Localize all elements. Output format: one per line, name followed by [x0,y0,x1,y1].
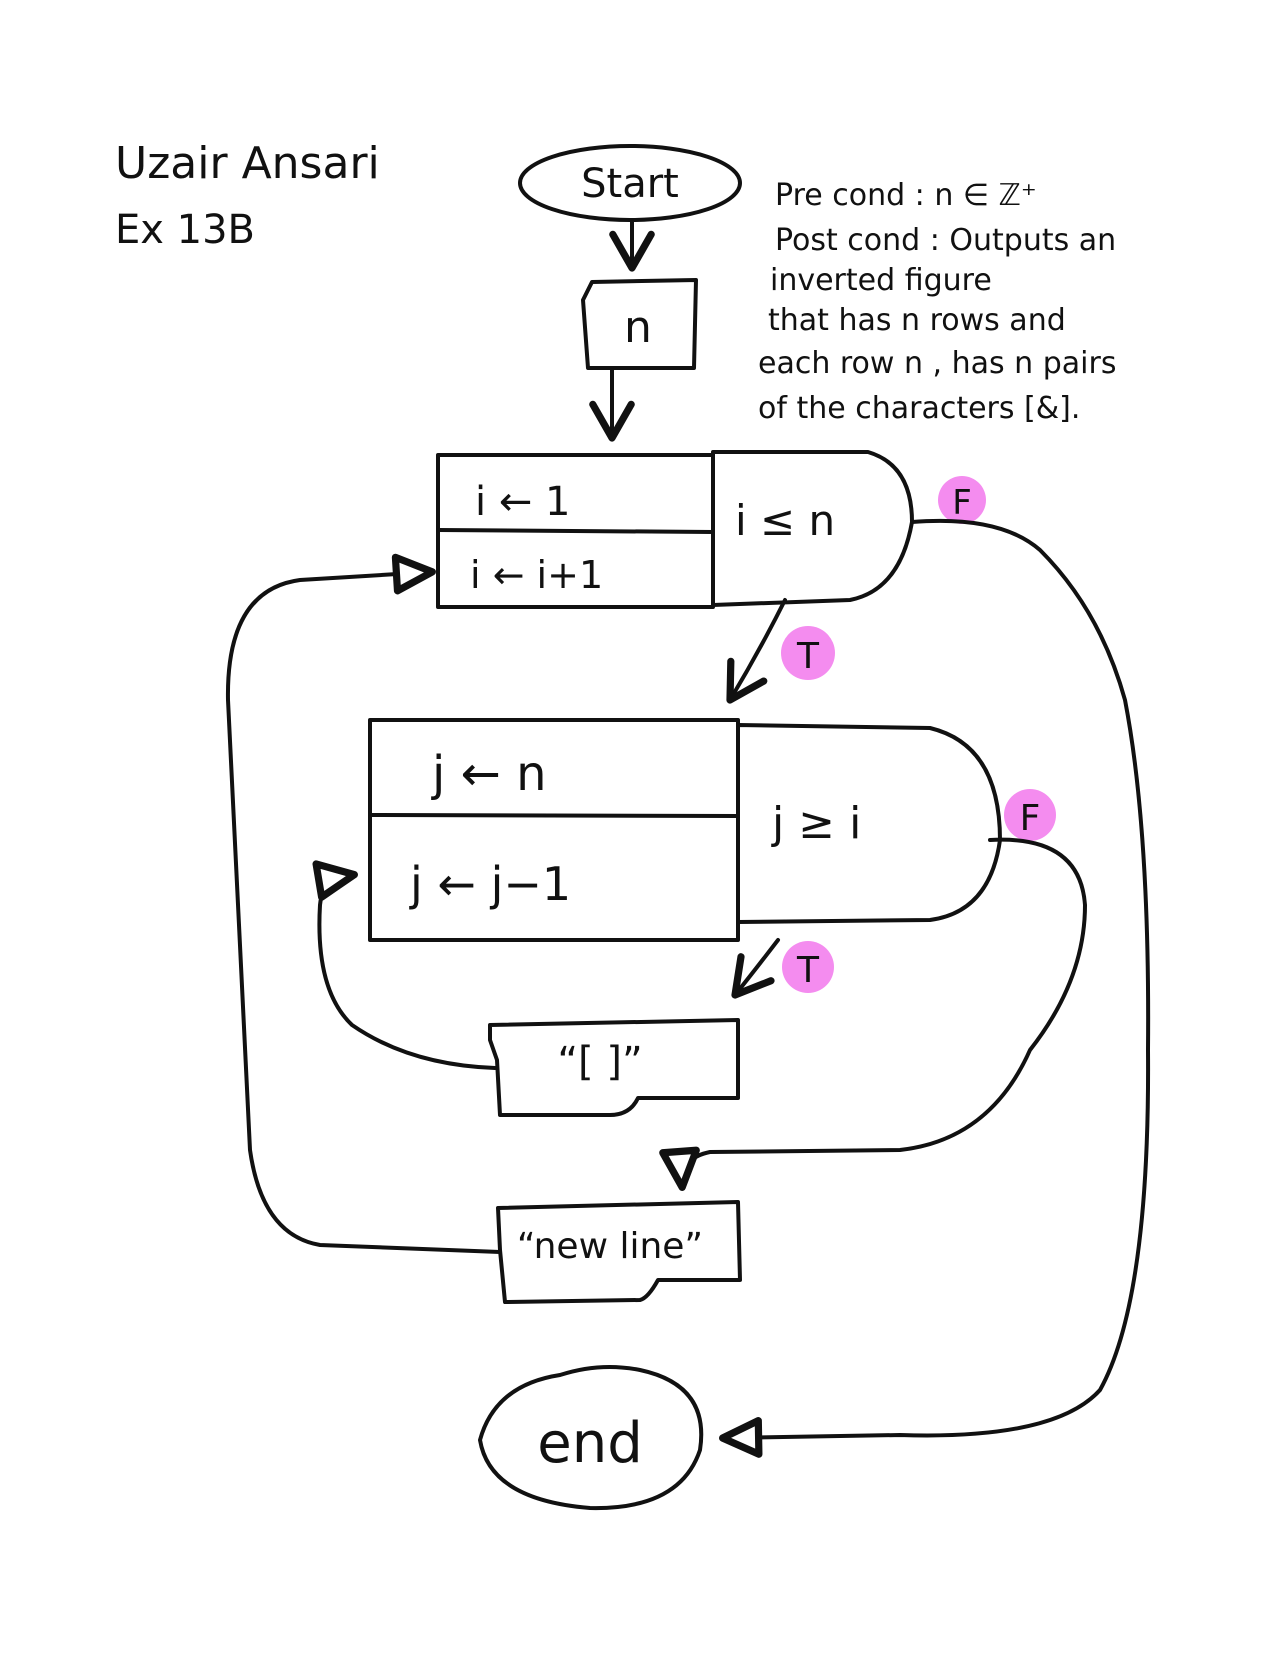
inner-true-label: T [796,950,820,991]
exercise-label: Ex 13B [115,207,255,253]
output-newline-label: “new line” [517,1226,703,1267]
output-brackets-label: “[ ]” [557,1039,642,1085]
outer-true-label: T [796,636,820,677]
postcondition-line-5: of the characters [&]. [758,391,1080,426]
postcondition-text: Post cond : Outputs an [775,223,1116,258]
postcondition-line-3: that has n rows and [768,303,1066,338]
start-terminal: Start [518,144,742,222]
author-name: Uzair Ansari [115,138,380,189]
inner-true-badge [782,941,834,993]
outer-loop-block: i ← 1 i ← i+1 i ≤ n [436,450,914,609]
arrow-outer-true [726,598,787,704]
end-label: end [537,1411,643,1476]
arrow-outer-loop-back [225,553,502,1254]
outer-condition: i ≤ n [735,496,835,545]
outer-false-label: F [952,483,972,523]
outer-init: i ← 1 [475,479,571,525]
output-brackets-box: “[ ]” [488,1018,740,1117]
inner-init: j ← n [431,746,547,802]
input-n-box: n [581,278,698,370]
arrow-inner-true [731,938,780,999]
inner-loop-block: j ← n j ← j−1 j ≥ i [368,718,1002,942]
postcondition-line-4: each row n , has n pairs [758,346,1116,381]
arrow-inner-false [659,837,1087,1191]
start-label: Start [581,161,679,207]
arrow-inner-loop-back [312,860,497,1070]
outer-false-badge [938,476,986,524]
precondition-text: Pre cond : n ∈ ℤ⁺ [775,178,1037,213]
inner-false-badge [1004,789,1056,841]
inner-update: j ← j−1 [409,857,571,911]
output-newline-box: “new line” [496,1200,742,1304]
outer-update: i ← i+1 [470,553,603,597]
conditions-note: Pre cond : n ∈ ℤ⁺ Post cond : Outputs an… [758,178,1116,426]
arrow-outer-false [719,518,1151,1458]
inner-condition: j ≥ i [771,798,861,849]
outer-true-badge [781,626,835,680]
input-label: n [624,302,652,353]
inner-false-label: F [1020,798,1041,839]
postcondition-line-2: inverted figure [770,263,992,298]
end-terminal: end [478,1364,704,1511]
